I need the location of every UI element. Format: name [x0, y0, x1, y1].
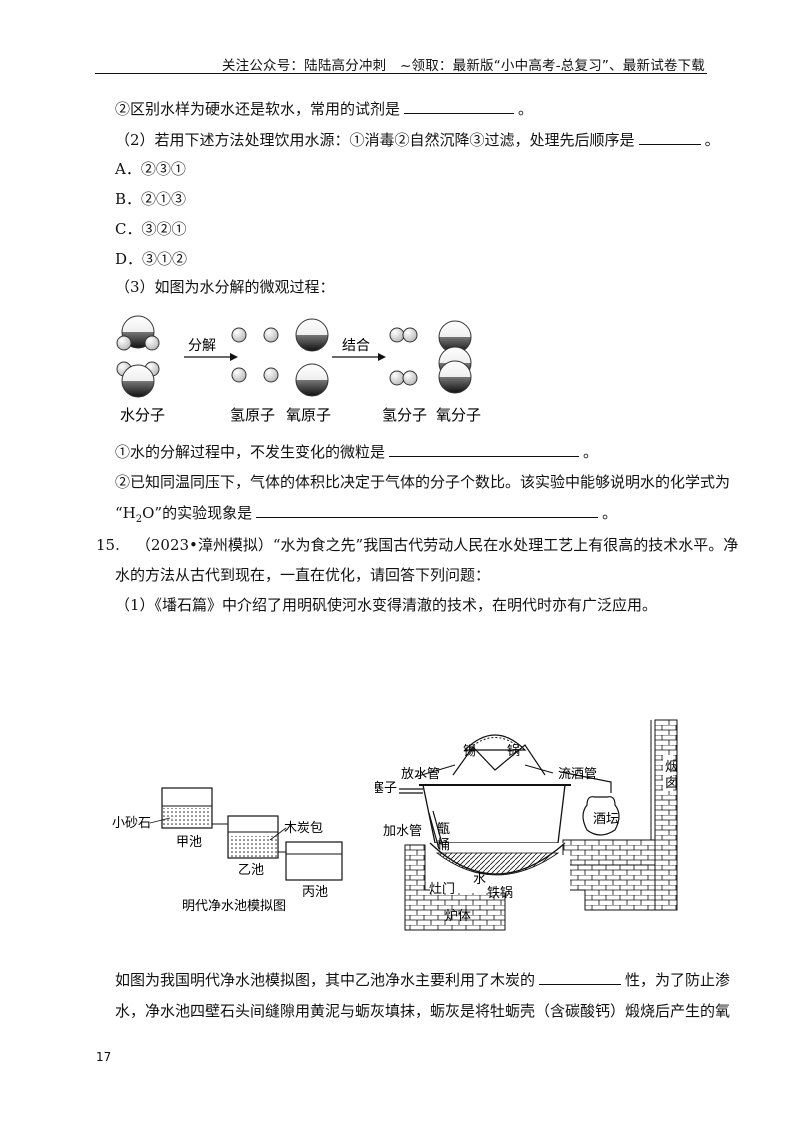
- answer-blank: [638, 130, 701, 145]
- question-2: （2）若用下述方法处理饮用水源：①消毒②自然沉降③过滤，处理先后顺序是。: [115, 130, 720, 149]
- page-header: 关注公众号：陆陆高分冲刺 ~领取：最新版“小中高考-总复习”、最新试卷下载: [221, 58, 705, 74]
- wine-jar: [582, 796, 620, 836]
- water-molecule: [116, 361, 160, 398]
- header-divider: [95, 73, 707, 74]
- answer-blank: [389, 442, 580, 457]
- water-decomposition-diagram: 分解 结合 水分子 氢原子 氧原子 氢分子 氧分子: [116, 315, 481, 424]
- arrow-head-icon: [378, 353, 386, 361]
- label-small-sand: 小砂石: [112, 816, 151, 831]
- label-hydrogen-atom: 氢原子: [230, 406, 275, 424]
- paragraph-line-2: 水，净水池四壁石头间缝隙用黄泥与蛎灰填抹，蛎灰是将牡蛎壳（含碳酸钙）煅烧后产生的…: [115, 1002, 731, 1020]
- chimney: [654, 719, 678, 911]
- water-in-pot: [435, 852, 560, 876]
- label-stove-door: 灶门: [429, 882, 455, 897]
- label-iron-pot: 铁锅: [487, 885, 513, 901]
- answer-blank: [539, 970, 622, 985]
- answer-blank: [256, 503, 599, 518]
- label-zeng-1: 甑: [437, 822, 450, 837]
- label-drain-pipe: 放水管: [401, 767, 440, 782]
- answer-blank: [404, 99, 515, 114]
- sub-question-1: ①水的分解过程中，不发生变化的微粒是。: [115, 442, 599, 461]
- pool-bing: [285, 841, 343, 881]
- paragraph-line-1: 如图为我国明代净水池模拟图，其中乙池净水主要利用了木炭的性，为了防止渗: [115, 970, 731, 989]
- question-15-intro-2: 水的方法从古代到现在，一直在优化，请回答下列问题：: [115, 566, 491, 584]
- option-a: A．②③①: [115, 160, 186, 178]
- label-chimney-2: 囱: [665, 776, 678, 791]
- label-chimney-1: 烟: [665, 760, 678, 775]
- decompose-label: 分解: [188, 338, 216, 354]
- page-number: 17: [96, 1050, 112, 1064]
- water-tank-figure: 小砂石 木炭包 甲池 乙池 丙池 明代净水池模拟图: [112, 787, 343, 914]
- distillation-figure: 烟 囱 锡 锅 放水管 塞子 流酒管 加水管 甑 桶 酒坛 水 灶门 铁锅 炉体: [375, 719, 678, 931]
- label-tin: 锡: [463, 744, 476, 759]
- oxygen-molecules: [438, 320, 472, 394]
- label-hydrogen-molecule: 氢分子: [382, 406, 427, 424]
- combine-label: 结合: [342, 338, 370, 354]
- label-oxygen-atom: 氧原子: [286, 406, 331, 424]
- left-figure-caption: 明代净水池模拟图: [182, 899, 286, 914]
- hard-soft-question: ②区别水样为硬水还是软水，常用的试剂是。: [115, 99, 534, 118]
- label-plug: 塞子: [375, 780, 397, 796]
- label-zeng-2: 桶: [437, 838, 450, 853]
- label-water: 水: [473, 872, 486, 887]
- label-charcoal: 木炭包: [284, 821, 323, 836]
- question-15-part-1: （1）《墦石篇》中介绍了用明矾使河水变得清澈的技术，在明代时亦有广泛应用。: [115, 596, 658, 614]
- tin-pot: [463, 734, 527, 751]
- water-molecule: [116, 315, 160, 351]
- label-oxygen-molecule: 氧分子: [436, 406, 481, 424]
- hydrogen-atoms: [231, 327, 279, 383]
- option-b: B．②①③: [115, 190, 187, 208]
- sub-question-2: ②已知同温同压下，气体的体积比决定于气体的分子个数比。该实验中能够说明水的化学式…: [115, 473, 731, 491]
- question-15-intro: 15.（2023•漳州模拟）“水为食之先”我国古代劳动人民在水处理工艺上有很高的…: [96, 536, 739, 554]
- arrow-head-icon: [230, 353, 238, 361]
- hard-soft-text: ②区别水样为硬水还是软水，常用的试剂是: [115, 100, 401, 118]
- label-pool-jia: 甲池: [176, 835, 202, 850]
- label-add-water-pipe: 加水管: [383, 824, 422, 839]
- label-water-molecule: 水分子: [120, 406, 165, 424]
- label-wine-pipe: 流酒管: [558, 767, 597, 782]
- question-3: （3）如图为水分解的微观过程：: [115, 278, 335, 296]
- option-d: D．③①②: [115, 250, 188, 268]
- hydrogen-molecules: [389, 327, 418, 386]
- label-pot: 锅: [507, 743, 520, 759]
- label-pool-yi: 乙池: [238, 863, 264, 878]
- question-2-text: （2）若用下述方法处理饮用水源：①消毒②自然沉降③过滤，处理先后顺序是: [115, 131, 635, 149]
- label-wine-jar: 酒坛: [593, 812, 619, 827]
- label-pool-bing: 丙池: [302, 885, 328, 900]
- sub-question-2-cont: “H2O”的实验现象是。: [115, 503, 618, 525]
- option-c: C．③②①: [115, 220, 187, 238]
- oxygen-atoms: [295, 318, 329, 397]
- label-furnace: 炉体: [445, 909, 471, 924]
